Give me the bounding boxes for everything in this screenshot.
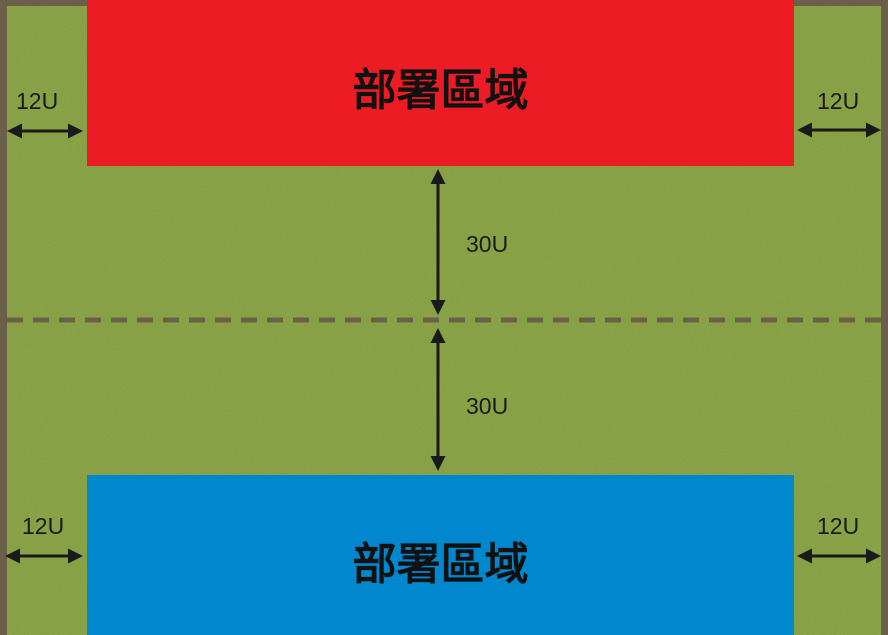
red-deployment-zone — [87, 0, 794, 166]
center-to-blue-label: 30U — [466, 393, 509, 419]
red-right-gap-label: 12U — [817, 88, 860, 114]
blue-deployment-zone — [87, 475, 794, 635]
red-to-center-label: 30U — [466, 231, 509, 257]
blue-right-gap-label: 12U — [817, 513, 860, 539]
blue-zone-label: 部署區域 — [352, 539, 529, 590]
red-left-gap-label: 12U — [16, 88, 59, 114]
blue-left-gap-label: 12U — [22, 513, 65, 539]
red-zone-label: 部署區域 — [352, 65, 529, 116]
